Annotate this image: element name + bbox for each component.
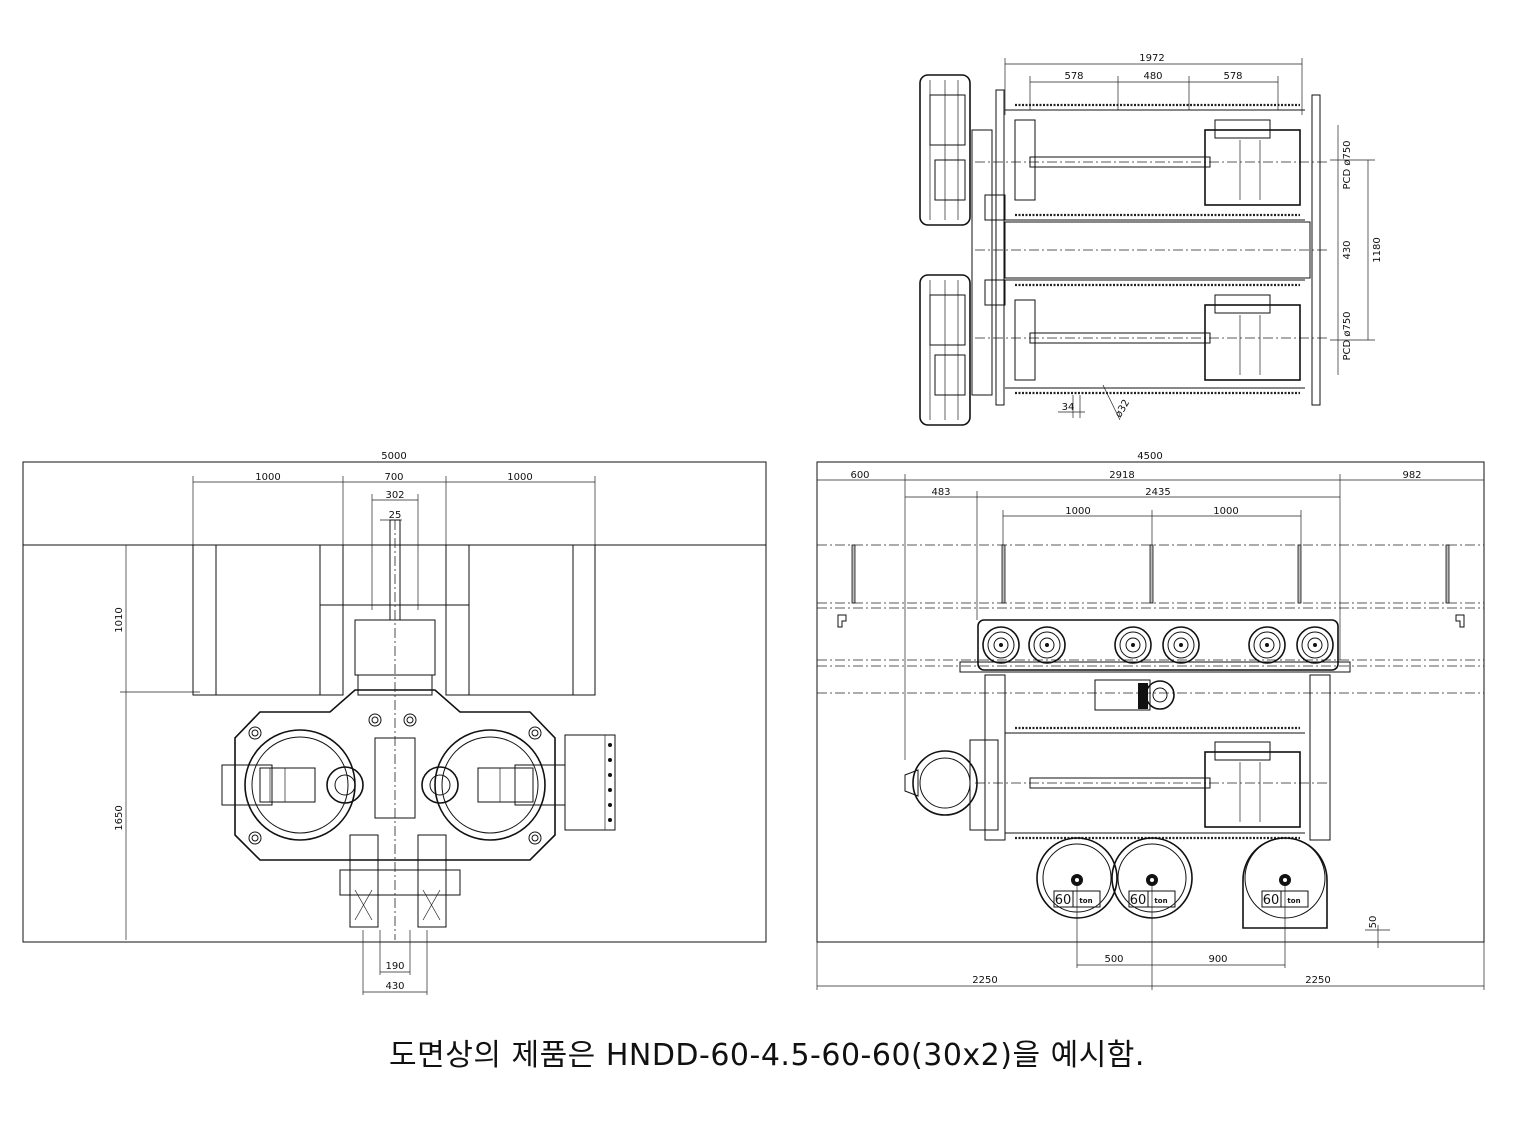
wheel-1-value: 60	[1055, 893, 1072, 908]
dim-front-height-lower: 1650	[114, 805, 125, 830]
top-view-motor-upper	[919, 74, 971, 226]
dim-top-span: 1180	[1372, 237, 1383, 262]
side-view-load-wheels: 60 ton 60 ton 60 ton	[1036, 837, 1328, 929]
side-view-trolley	[904, 619, 1351, 841]
side-view-border	[816, 461, 1485, 943]
dim-side-wheel-gap1: 500	[1104, 954, 1123, 965]
dim-side-wheel-gap2: 900	[1208, 954, 1227, 965]
dim-top-seg-mid: 480	[1143, 71, 1162, 82]
dim-top-pcd-upper: PCD ø750	[1342, 140, 1353, 189]
dim-side-clearance: 50	[1368, 916, 1379, 929]
top-view-frame	[971, 89, 1330, 406]
dim-side-span: 2435	[1145, 487, 1170, 498]
front-view-trolley-body	[221, 689, 616, 861]
front-view-wheels	[339, 520, 461, 940]
dim-front-left: 1000	[255, 472, 280, 483]
drawing-caption: 도면상의 제품은 HNDD-60-4.5-60-60(30x2)을 예시함.	[389, 1038, 1145, 1073]
wheel-3-value: 60	[1263, 893, 1280, 908]
side-view-rails	[817, 544, 1484, 694]
wheel-2-value: 60	[1130, 893, 1147, 908]
front-view-border	[22, 461, 767, 943]
dim-top-gap: 430	[1342, 240, 1353, 259]
dim-top-seg-left: 578	[1064, 71, 1083, 82]
dim-top-rod: ø32	[1113, 398, 1132, 420]
dim-front-web: 25	[389, 510, 402, 521]
top-view-motor-lower	[919, 274, 971, 426]
dim-front-center: 700	[384, 472, 403, 483]
dim-side-right: 982	[1402, 470, 1421, 481]
wheel-3-unit: ton	[1287, 897, 1300, 905]
top-view-dimensions: 1972 578 480 578 PCD ø750 430 PCD ø750 1…	[1004, 53, 1383, 421]
dim-front-wheel-inner: 190	[385, 961, 404, 972]
dim-front-beam: 302	[385, 490, 404, 501]
dim-side-pitch2: 1000	[1213, 506, 1238, 517]
dim-side-left: 600	[850, 470, 869, 481]
side-view-dimensions: 4500 600 2918 982 483 2435 1000 1000 500…	[816, 451, 1485, 990]
dim-top-overall: 1972	[1139, 53, 1164, 64]
wheel-2-unit: ton	[1154, 897, 1167, 905]
dim-side-bottom-left: 2250	[972, 975, 997, 986]
dim-top-seg-right: 578	[1223, 71, 1242, 82]
dim-front-wheel-outer: 430	[385, 981, 404, 992]
dim-side-offset: 483	[931, 487, 950, 498]
dim-top-pcd-lower: PCD ø750	[1342, 311, 1353, 360]
side-view: 4500 600 2918 982 483 2435 1000 1000 500…	[816, 451, 1485, 990]
dim-side-pitch1: 1000	[1065, 506, 1090, 517]
dim-front-overall: 5000	[381, 451, 406, 462]
dim-side-overall: 4500	[1137, 451, 1162, 462]
dim-front-height-upper: 1010	[114, 607, 125, 632]
front-view: 5000 1000 700 1000 302 25 1010 1650 190	[22, 451, 767, 995]
dim-front-right: 1000	[507, 472, 532, 483]
wheel-1-unit: ton	[1079, 897, 1092, 905]
dim-side-middle: 2918	[1109, 470, 1134, 481]
dim-top-bar: 34	[1062, 402, 1075, 413]
front-view-runway-beams	[192, 519, 596, 696]
front-view-dimensions: 5000 1000 700 1000 302 25 1010 1650 190	[114, 451, 596, 995]
dim-side-bottom-right: 2250	[1305, 975, 1330, 986]
top-view: 1972 578 480 578 PCD ø750 430 PCD ø750 1…	[919, 53, 1383, 426]
